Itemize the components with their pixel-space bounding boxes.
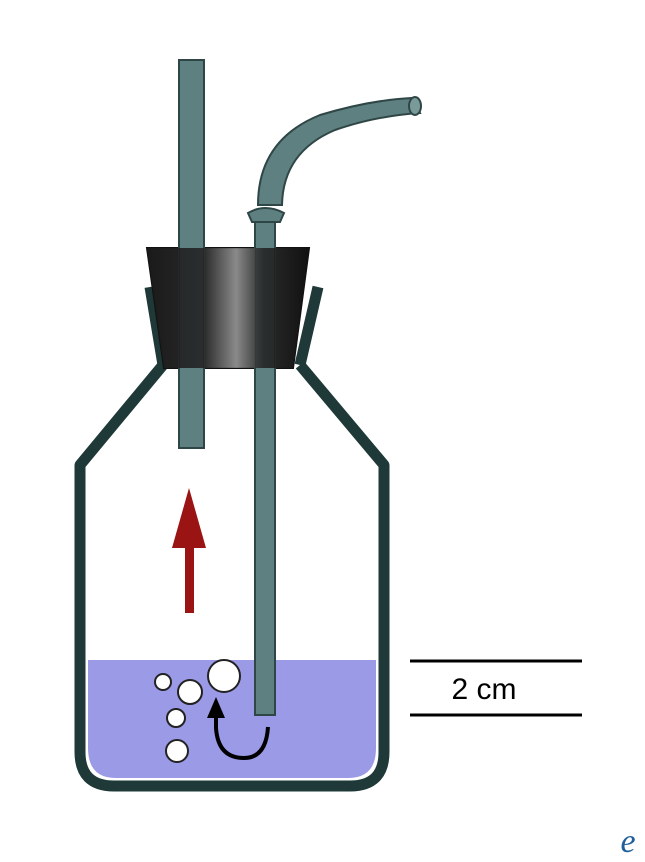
outlet-tube-through-stopper	[179, 248, 204, 368]
bubble	[154, 673, 172, 691]
bubble	[165, 739, 189, 763]
bottle-body	[74, 361, 390, 792]
gas-flow-arrow	[172, 488, 206, 613]
inlet-tube-through-stopper	[255, 248, 275, 368]
scale-bar: 2 cm	[410, 659, 582, 717]
bubble	[166, 708, 186, 728]
bubbles	[154, 659, 241, 763]
scale-label: 2 cm	[451, 673, 516, 706]
rubber-hose	[256, 96, 422, 206]
bubble	[177, 679, 203, 705]
publisher-logo: e	[620, 823, 635, 860]
hose-open-end	[408, 96, 422, 116]
bubble	[207, 659, 241, 693]
hose-connector	[246, 207, 286, 223]
bubble-path-arrow	[207, 697, 270, 761]
stopper-overlay	[147, 248, 309, 368]
bottle-neck-right	[294, 285, 324, 367]
